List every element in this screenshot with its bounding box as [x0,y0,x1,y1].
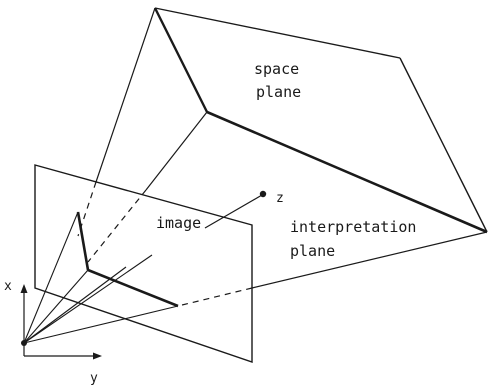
y-axis-arrowhead [93,352,102,360]
projection-edge-lower [87,268,179,308]
image-label: image [156,214,201,232]
x-axis [20,284,28,343]
space-plane-label-line2: plane [256,83,301,101]
ray-origin-a [23,211,79,344]
ray-to-inner-corner-solid [145,111,208,191]
x-axis-label: x [4,279,12,294]
space-plane-label-line1: space [254,60,299,78]
image-plane [34,164,253,363]
interpretation-plane-lines [77,7,488,307]
ray-origin-b [23,269,89,344]
ray-to-right-corner-solid [251,231,488,289]
origin-rays [23,211,179,344]
y-axis [23,343,102,360]
space-plane-bottom-edge [206,110,488,234]
ray-to-right-corner-dashed [177,287,253,307]
ray-origin-d [23,254,153,344]
x-axis-arrowhead [20,284,28,293]
ray-origin-c [23,266,127,344]
ray-to-inner-corner-dashed [87,189,147,263]
interpretation-plane-label-line1: interpretation [290,218,416,236]
z-axis-end-dot [259,190,267,198]
space-plane-right-edge [399,57,488,233]
z-axis-line [204,194,263,229]
ray-to-top-corner-solid [95,7,156,183]
origin-point [21,340,27,346]
space-plane-left-edge [153,7,209,113]
ray-origin-e [23,305,179,344]
space-plane [153,7,488,234]
projection-edge-upper [76,211,90,271]
z-axis-label: z [276,191,284,206]
interpretation-plane-label-line2: plane [290,242,335,260]
y-axis-label: y [90,371,98,386]
image-projection [76,211,179,308]
z-axis [204,190,267,229]
space-plane-top-edge [154,7,401,59]
